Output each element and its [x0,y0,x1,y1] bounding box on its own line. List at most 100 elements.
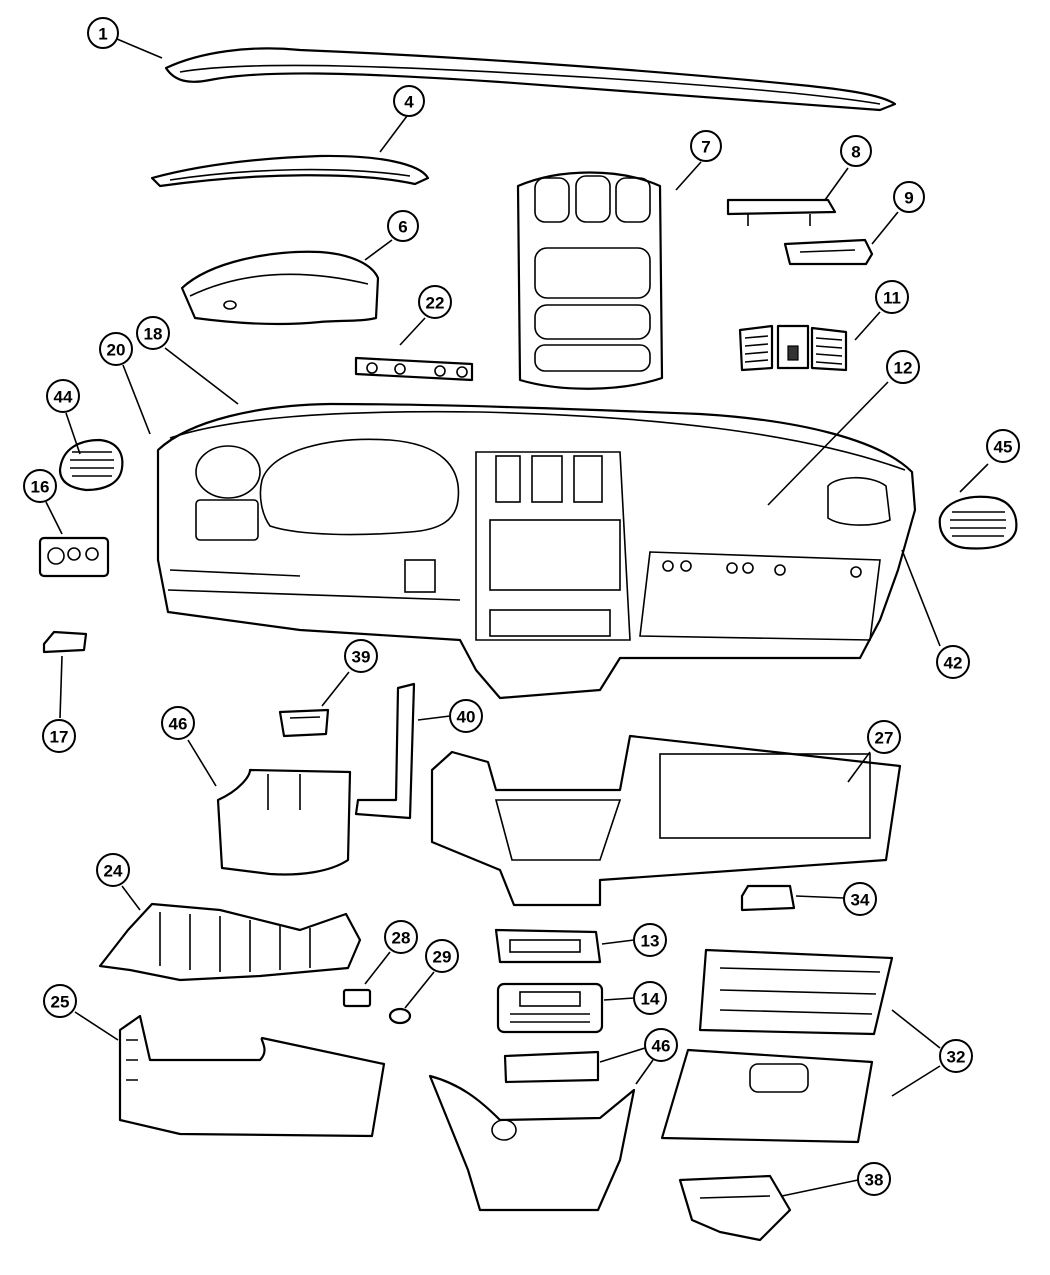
callout-29: 29 [425,939,459,973]
part-28-clip [342,988,372,1008]
svg-text:17: 17 [50,728,69,747]
leader-46b-2 [635,1059,654,1085]
part-32-glove-box [660,948,894,1144]
leader-13 [601,939,635,945]
svg-text:18: 18 [144,325,163,344]
leader-39 [321,671,350,707]
callout-13: 13 [633,923,667,957]
leader-6 [364,239,393,261]
svg-text:27: 27 [875,729,894,748]
leader-22 [399,317,426,346]
svg-text:25: 25 [51,993,70,1012]
leader-7 [675,161,702,191]
leader-12 [767,381,889,506]
leader-lines [45,38,989,1197]
svg-text:9: 9 [904,189,913,208]
leader-42 [901,549,941,647]
svg-text:24: 24 [104,862,123,881]
leader-38 [781,1179,859,1197]
callout-12: 12 [886,350,920,384]
svg-text:45: 45 [994,438,1013,457]
callout-46: 46 [161,706,195,740]
svg-text:20: 20 [107,341,126,360]
svg-text:12: 12 [894,359,913,378]
svg-text:29: 29 [433,948,452,967]
callout-16: 16 [23,469,57,503]
callout-9: 9 [893,181,925,213]
part-25-steering-column-cover [118,1014,386,1138]
callout-46-lower: 46 [644,1028,678,1062]
svg-text:46: 46 [169,715,188,734]
part-14-radio [496,982,604,1034]
svg-text:28: 28 [392,929,411,948]
leader-32-1 [891,1009,941,1049]
part-8-switch-bezel [726,198,837,226]
callout-45: 45 [986,429,1020,463]
part-22-bracket [354,356,474,382]
svg-text:42: 42 [944,654,963,673]
svg-text:44: 44 [54,388,73,407]
leader-17 [59,655,63,719]
callout-32: 32 [939,1039,973,1073]
leader-24 [121,885,141,911]
callout-7: 7 [690,130,722,162]
callout-18: 18 [136,316,170,350]
part-45-side-vent [938,495,1018,550]
callout-39: 39 [344,639,378,673]
callout-4: 4 [393,85,425,117]
callout-17: 17 [42,719,76,753]
svg-text:40: 40 [457,708,476,727]
part-9-switch [783,238,874,266]
leader-40 [417,715,451,721]
callout-44: 44 [46,379,80,413]
leader-9 [871,211,899,245]
callout-20: 20 [99,332,133,366]
svg-text:32: 32 [947,1048,966,1067]
part-27-lower-panel [430,734,902,907]
svg-text:13: 13 [641,932,660,951]
svg-text:6: 6 [398,218,407,237]
leader-1 [116,38,163,59]
part-29-bulb [388,1007,412,1025]
part-46-console-storage [428,1050,636,1212]
leader-34 [795,895,845,899]
leader-14 [603,997,635,1001]
svg-text:14: 14 [641,990,660,1009]
leader-20 [122,364,151,435]
leader-8 [824,167,849,201]
leader-25 [74,1011,119,1041]
callout-42: 42 [936,645,970,679]
part-16-headlamp-switch [38,536,110,578]
callout-38: 38 [857,1162,891,1196]
svg-text:11: 11 [883,289,901,308]
leader-46a [187,739,217,787]
svg-text:1: 1 [98,25,107,44]
svg-text:46: 46 [652,1037,671,1056]
svg-text:22: 22 [426,294,445,313]
part-11-vent-grilles [738,324,848,372]
part-4-defroster-grille [150,154,430,188]
leader-46b-1 [599,1047,646,1063]
callout-1: 1 [87,17,119,49]
callout-6: 6 [387,210,419,242]
leader-32-2 [891,1065,941,1097]
leader-27 [847,751,871,783]
callout-40: 40 [449,699,483,733]
leader-44 [65,412,81,455]
callout-8: 8 [840,135,872,167]
leader-11 [854,311,881,341]
part-40-trim-strip [354,682,416,820]
leader-28 [364,951,391,985]
callout-24: 24 [96,853,130,887]
leader-45 [959,463,989,493]
svg-text:7: 7 [701,138,710,157]
svg-text:4: 4 [404,93,414,112]
svg-text:39: 39 [352,648,371,667]
callout-11: 11 [875,280,909,314]
svg-text:8: 8 [851,143,860,162]
leader-16 [45,501,63,535]
part-24-lower-reinforcement [98,902,362,982]
part-44-side-vent [58,438,124,492]
callout-27: 27 [867,720,901,754]
